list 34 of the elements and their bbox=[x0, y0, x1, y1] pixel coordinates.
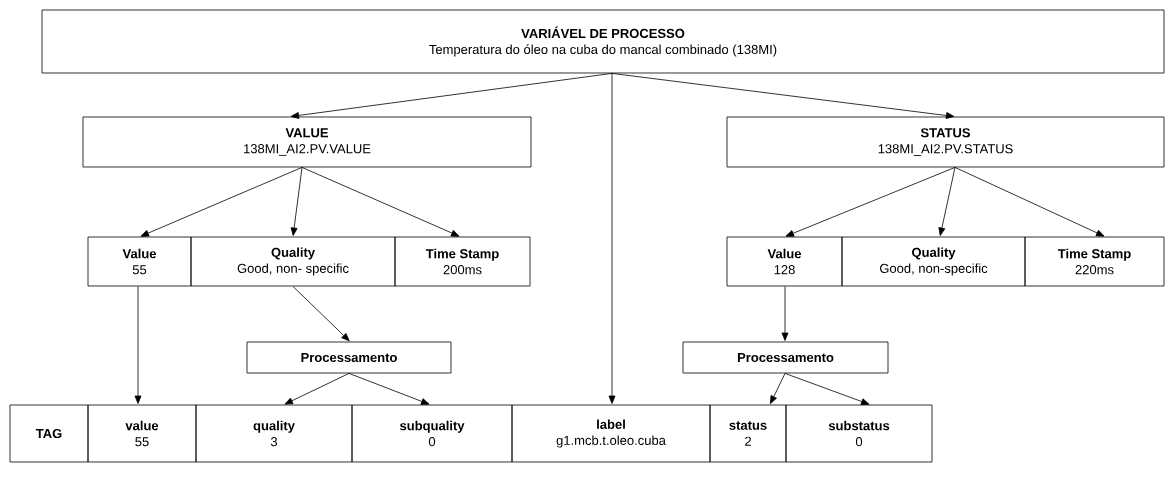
arrow bbox=[785, 167, 956, 237]
arrow bbox=[290, 167, 303, 236]
arrow bbox=[290, 73, 613, 119]
arrow bbox=[938, 167, 956, 236]
arrow bbox=[284, 373, 350, 405]
process-box: Processamento bbox=[246, 341, 452, 374]
arrow bbox=[781, 286, 789, 341]
process-box: quality 3 bbox=[195, 404, 353, 463]
process-box: VALUE 138MI_AI2.PV.VALUE bbox=[82, 116, 532, 168]
process-box: VARIÁVEL DE PROCESSO Temperatura do óleo na cuba do mancal combinado (138MI) bbox=[41, 9, 1165, 74]
process-box: value 55 bbox=[87, 404, 197, 463]
process-box: Time Stamp 200ms bbox=[394, 236, 531, 287]
process-box: substatus 0 bbox=[785, 404, 933, 463]
arrow bbox=[954, 167, 1105, 237]
process-box: label g1.mcb.t.oleo.cuba bbox=[511, 404, 711, 463]
process-box: Value 128 bbox=[726, 236, 843, 287]
process-box: status 2 bbox=[709, 404, 787, 463]
process-box: TAG bbox=[9, 404, 89, 463]
process-box: Processamento bbox=[682, 341, 889, 374]
arrow bbox=[292, 286, 350, 342]
arrow bbox=[770, 373, 786, 404]
process-box: STATUS 138MI_AI2.PV.STATUS bbox=[726, 116, 1165, 168]
arrow bbox=[301, 167, 460, 237]
process-box: Quality Good, non- specific bbox=[190, 236, 396, 287]
process-box: Quality Good, non-specific bbox=[841, 236, 1026, 287]
process-box: Value 55 bbox=[87, 236, 192, 287]
arrow bbox=[611, 73, 955, 119]
arrow bbox=[348, 373, 430, 405]
process-box: subquality 0 bbox=[351, 404, 513, 463]
arrow bbox=[784, 373, 870, 405]
arrow bbox=[134, 286, 142, 404]
arrow bbox=[140, 167, 303, 237]
process-box: Time Stamp 220ms bbox=[1024, 236, 1165, 287]
arrow bbox=[608, 73, 616, 404]
